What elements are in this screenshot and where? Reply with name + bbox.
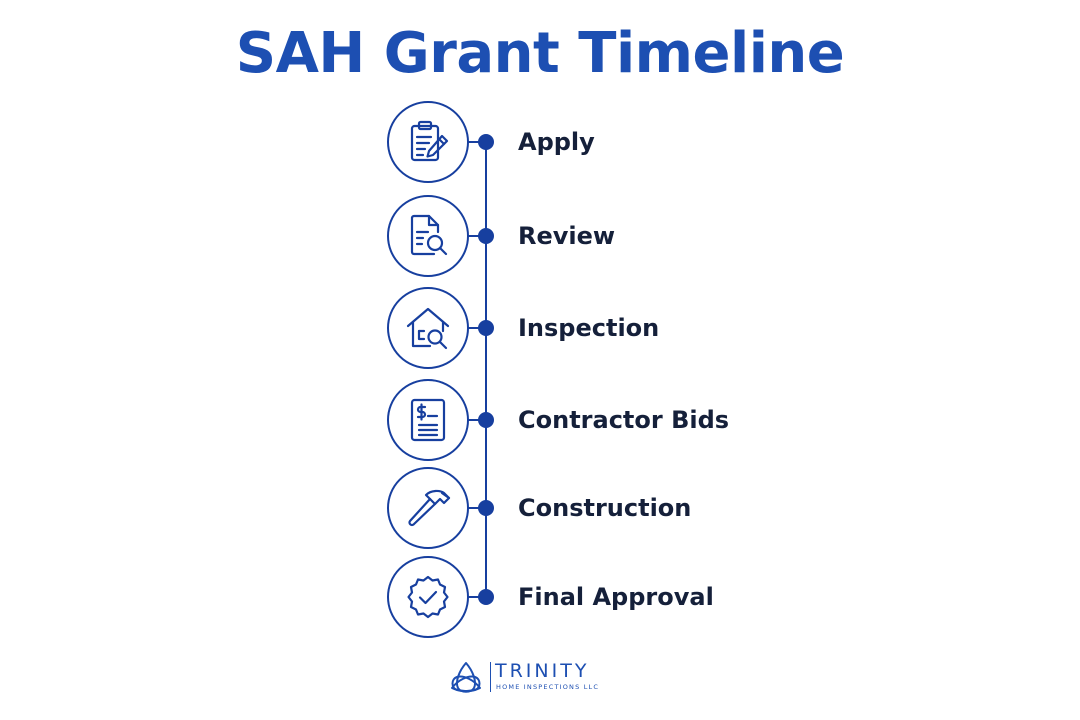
step-connector <box>467 419 486 421</box>
step-label: Inspection <box>518 314 660 342</box>
timeline-dot <box>478 500 494 516</box>
document-magnifier-icon <box>410 214 448 256</box>
step-icon-circle <box>387 467 469 549</box>
step-connector <box>467 327 486 329</box>
timeline-dot <box>478 320 494 336</box>
timeline-dot <box>478 134 494 150</box>
dollar-document-icon <box>410 398 446 442</box>
step-label: Contractor Bids <box>518 406 730 434</box>
timeline-dot <box>478 228 494 244</box>
step-icon-circle <box>387 556 469 638</box>
check-badge-icon <box>407 575 449 619</box>
step-label: Apply <box>518 128 595 156</box>
step-connector <box>467 507 486 509</box>
step-icon-circle <box>387 195 469 277</box>
company-logo: TRINITY HOME INSPECTIONS LLC <box>448 660 618 696</box>
step-label: Construction <box>518 494 692 522</box>
timeline-spine <box>485 142 487 598</box>
clipboard-pencil-icon <box>410 120 449 162</box>
logo-subtitle: HOME INSPECTIONS LLC <box>496 683 600 691</box>
logo-name: TRINITY <box>495 660 590 682</box>
step-icon-circle <box>387 101 469 183</box>
trinity-knot-icon <box>451 662 481 693</box>
step-label: Final Approval <box>518 583 714 611</box>
step-connector <box>467 596 486 598</box>
step-connector <box>467 141 486 143</box>
page-title: SAH Grant Timeline <box>235 21 845 86</box>
timeline-dot <box>478 589 494 605</box>
logo-divider <box>490 662 491 692</box>
house-magnifier-icon <box>406 307 450 350</box>
step-icon-circle <box>387 379 469 461</box>
hammer-icon <box>408 489 451 527</box>
step-connector <box>467 235 486 237</box>
step-icon-circle <box>387 287 469 369</box>
step-label: Review <box>518 222 616 250</box>
timeline-dot <box>478 412 494 428</box>
